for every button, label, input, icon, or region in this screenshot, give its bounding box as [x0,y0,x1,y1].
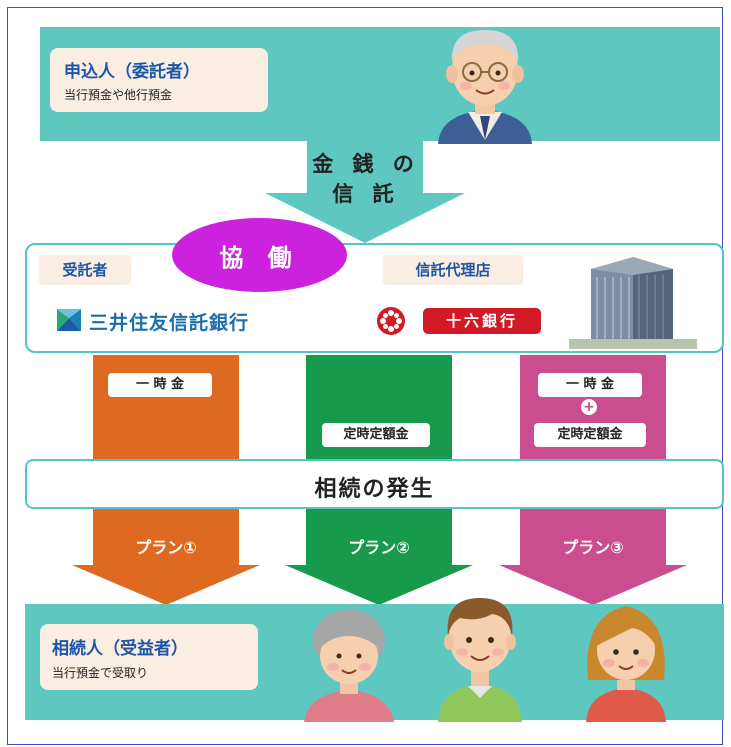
trustee-bank-name: 三井住友信託銀行 [89,312,250,334]
trustee-tag: 受託者 [39,255,131,285]
plan2-column [306,355,452,465]
elderly-woman-illustration [304,610,394,722]
young-man-illustration [438,598,522,722]
plan3-method-lump-sum: 一 時 金 [538,373,642,397]
inheritance-event-label: 相続の発生 [314,477,435,502]
plan1-arrow [72,509,260,605]
trust-label-line2: 信 託 [332,182,400,206]
plan2-arrow [285,509,473,605]
agent-bank-name: 十六銀行 [423,308,541,334]
bank-building-icon [569,257,697,349]
settlor-subtitle: 当行預金や他行預金 [64,88,173,102]
beneficiary-title: 相続人（受益者） [52,639,188,659]
diagram-frame [7,7,723,745]
plan2-label: プラン② [348,538,410,557]
plan3-method-fixed: 定時定額金 [534,423,646,447]
collaboration-label: 協 働 [219,244,300,272]
plus-icon: + [581,399,597,415]
juroku-logo-icon [377,307,405,335]
plan3-arrow [499,509,687,605]
trust-down-arrow [265,139,465,243]
beneficiary-label-box: 相続人（受益者） 当行預金で受取り [40,624,258,690]
trust-label-line1: 金 銭 の [312,152,420,176]
sumitomo-trust-logo-icon [57,309,81,331]
elderly-man-illustration [438,30,532,144]
young-woman-illustration [586,606,666,722]
plan3-label: プラン③ [562,538,624,557]
plan1-method: 一 時 金 [108,373,212,397]
plan1-label: プラン① [135,538,197,557]
trustee-agent-box: 受託者 信託代理店 三井住友信託銀行 十六銀行 [25,243,724,353]
inheritance-event-box: 相続の発生 [25,459,724,509]
beneficiary-subtitle: 当行預金で受取り [52,666,149,680]
settlor-label-box: 申込人（委託者） 当行預金や他行預金 [50,48,268,112]
agent-tag: 信託代理店 [383,255,523,285]
plan1-column [93,355,239,465]
settlor-title: 申込人（委託者） [64,62,200,82]
collaboration-badge: 協 働 [172,218,347,292]
plan2-method: 定時定額金 [322,423,430,447]
